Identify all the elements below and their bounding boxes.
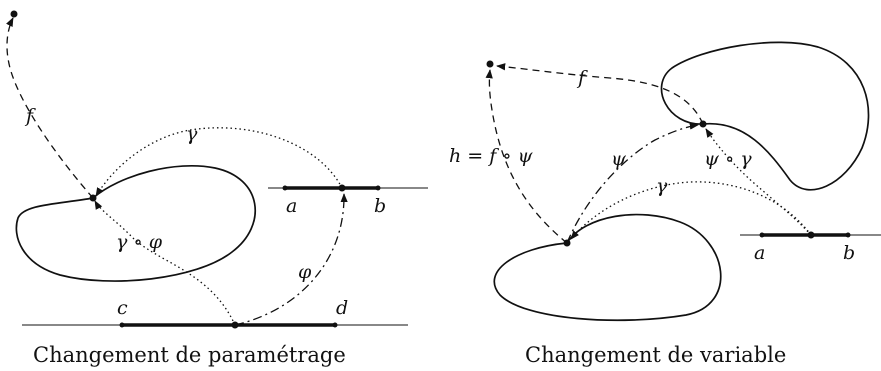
arrow-gamma-phi <box>94 200 236 326</box>
label-psi: ψ <box>611 148 627 170</box>
arrow-gamma-right <box>570 181 812 240</box>
left-top-point <box>10 10 18 18</box>
caption-right: Changement de variable <box>525 343 786 367</box>
label-gamma-left: γ <box>186 123 198 145</box>
point-a <box>282 185 288 191</box>
label-phi: φ <box>298 261 312 283</box>
label-h-eq: h = f ∘ ψ <box>449 145 534 167</box>
label-a-left: a <box>286 195 297 217</box>
arrow-gamma-left <box>95 127 343 197</box>
label-gamma-right: γ <box>656 175 668 197</box>
label-c: c <box>117 297 128 319</box>
point-d <box>332 322 338 328</box>
arrow-f-left <box>6 17 94 199</box>
right-point-b <box>845 232 851 238</box>
right-top-point <box>486 60 494 68</box>
left-blob <box>15 164 257 282</box>
label-a-right: a <box>754 242 765 264</box>
label-d: d <box>336 297 348 319</box>
right-lower-blob <box>493 213 722 322</box>
label-f-right: f <box>576 67 588 89</box>
label-b-left: b <box>374 195 386 217</box>
arrow-f-right <box>496 63 704 125</box>
caption-left: Changement de paramétrage <box>33 343 346 367</box>
arrow-psi <box>566 122 699 244</box>
right-point-a <box>759 232 765 238</box>
arrow-psi-gamma <box>705 128 812 236</box>
arrow-h <box>485 69 568 244</box>
point-c <box>119 322 125 328</box>
arrow-phi <box>234 193 348 326</box>
left-panel: f γ γ ∘ φ φ a b c d Changement de paramé… <box>6 10 428 367</box>
label-f-left: f <box>24 105 36 127</box>
label-psi-gamma: ψ ∘ γ <box>704 148 752 170</box>
label-b-right: b <box>843 242 855 264</box>
point-b <box>375 185 381 191</box>
label-gamma-phi: γ ∘ φ <box>116 231 163 253</box>
right-upper-blob <box>660 41 870 191</box>
right-panel: f h = f ∘ ψ ψ ψ ∘ γ γ a b Changement de … <box>449 41 881 367</box>
